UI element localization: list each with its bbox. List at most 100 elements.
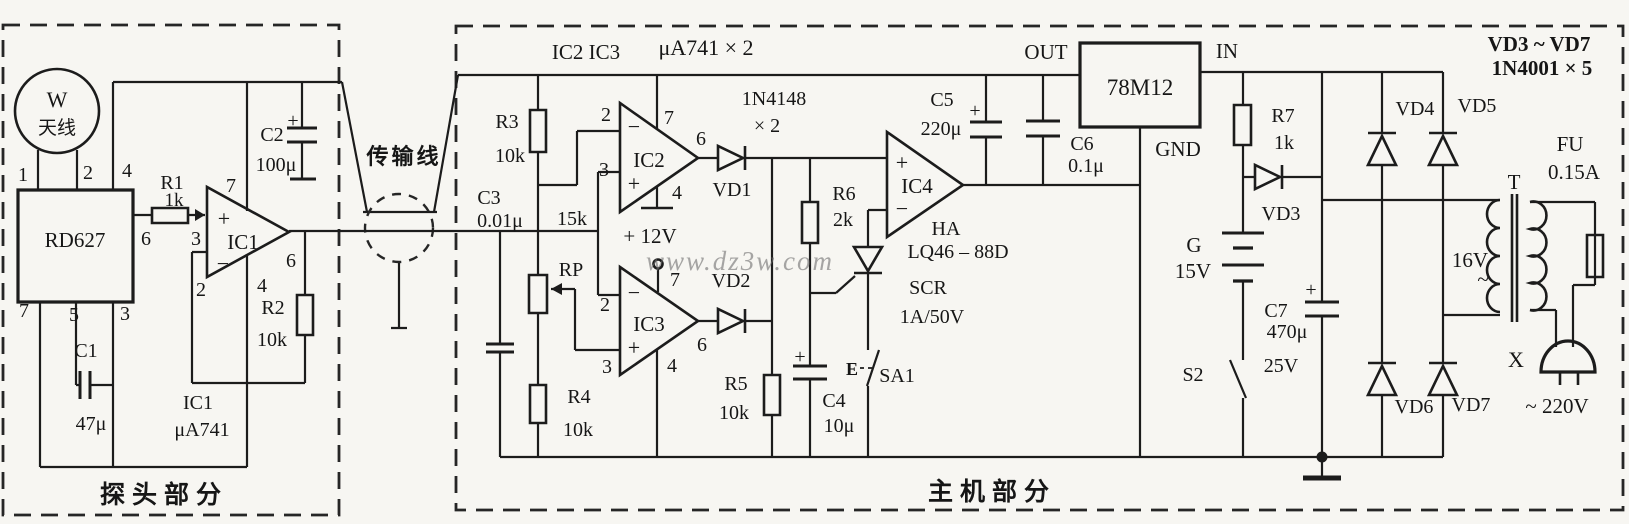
ic4-plus: + — [896, 150, 908, 175]
r6-value: 2k — [833, 209, 853, 231]
ic23-part: μA741 × 2 — [658, 35, 753, 60]
ic1-pin3: 3 — [191, 228, 201, 250]
ic3-label: IC3 — [633, 312, 665, 336]
ic1-opamp-triangle — [207, 187, 289, 277]
resistor-r1 — [152, 208, 188, 223]
resistor-r4 — [530, 385, 546, 423]
ic2-pin4: 4 — [672, 182, 682, 204]
c7-plus: + — [1305, 279, 1316, 301]
capacitor-c1-plates — [80, 371, 90, 399]
fuse-label: FU — [1557, 132, 1584, 156]
rp-label: RP — [559, 259, 583, 281]
ic2-pin7: 7 — [664, 107, 674, 129]
transformer-label: T — [1508, 170, 1521, 194]
c2-value: 100μ — [256, 154, 297, 176]
potentiometer-rp — [529, 275, 547, 313]
ic2-pin6: 6 — [696, 128, 706, 150]
ic1-pin6: 6 — [286, 250, 296, 272]
ic2-label: IC2 — [633, 148, 665, 172]
capacitor-c4-plates — [793, 366, 827, 379]
c6-value: 0.1μ — [1068, 155, 1104, 177]
main-section — [458, 43, 1603, 478]
c5-plus: + — [969, 100, 980, 122]
r7-label: R7 — [1271, 105, 1294, 127]
c3-label: C3 — [477, 187, 500, 209]
transmission-line-label: 传输线 — [365, 144, 441, 169]
rp-wiper-arrow — [551, 283, 562, 295]
arrow-into-ic1 — [195, 209, 205, 221]
ic3-pin7: 7 — [670, 269, 680, 291]
ic3-pin3: 3 — [602, 356, 612, 378]
vd6-label: VD6 — [1395, 396, 1434, 418]
transformer-core — [1512, 194, 1517, 322]
regulator-gnd-label: GND — [1155, 137, 1201, 161]
transmission-line — [289, 75, 598, 328]
regulator-in-label: IN — [1216, 39, 1238, 63]
main-section-title: 主机部分 — [928, 477, 1056, 506]
rd627-pin6: 6 — [141, 228, 151, 250]
main-wires — [458, 72, 1595, 478]
antenna-symbol — [15, 69, 99, 153]
ha-label: HA — [932, 218, 961, 240]
secondary-ac-tilde: ~ — [1477, 267, 1488, 291]
plug-x-label: X — [1508, 347, 1524, 372]
vd7-label: VD7 — [1452, 394, 1491, 416]
diode-note-line2: 1N4001 × 5 — [1492, 56, 1593, 80]
ic4-label: IC4 — [901, 174, 933, 198]
ic3-plus: + — [628, 335, 640, 360]
ic1-part: μA741 — [174, 419, 229, 441]
scr-thyristor — [854, 247, 882, 273]
ic1-caption: IC1 — [183, 392, 213, 414]
ic3-pin2: 2 — [600, 294, 610, 316]
capacitor-c6-plates — [1026, 121, 1060, 136]
antenna-pin2: 2 — [83, 162, 93, 184]
scr-rating: 1A/50V — [900, 306, 965, 328]
transformer-primary-winding — [1530, 202, 1546, 311]
probe-section-border — [3, 25, 339, 515]
diode-vd4 — [1368, 133, 1396, 165]
regulator-label: 78M12 — [1107, 75, 1173, 100]
ic2-minus: − — [628, 114, 640, 139]
c2-plus: + — [287, 110, 298, 132]
battery-g-value: 15V — [1175, 259, 1211, 283]
battery-g-label: G — [1186, 233, 1201, 257]
c5-value: 220μ — [921, 118, 962, 140]
diode-vd3 — [1255, 165, 1282, 189]
ic1-label: IC1 — [227, 230, 259, 254]
r2-label: R2 — [261, 297, 284, 319]
antenna-w-label: W — [47, 87, 68, 112]
r3-label: R3 — [495, 111, 518, 133]
ic2-opamp-triangle — [620, 103, 698, 212]
resistor-r3 — [530, 110, 546, 152]
diode-note-line1: VD3 ~ VD7 — [1488, 32, 1591, 56]
sa1-label: SA1 — [879, 365, 915, 387]
c4-label: C4 — [822, 390, 845, 412]
rd627-pin5: 5 — [69, 304, 79, 326]
r1-value: 1k — [165, 190, 185, 211]
antenna-pin1: 1 — [18, 164, 28, 186]
scr-label: SCR — [909, 277, 947, 299]
diode-vd6 — [1368, 363, 1396, 395]
ic1-plus: + — [218, 206, 230, 231]
mains-voltage-label: ~ 220V — [1525, 394, 1588, 418]
watermark: www.dz3w.com — [646, 246, 834, 276]
r6-label: R6 — [832, 183, 855, 205]
vd5-label: VD5 — [1458, 95, 1497, 117]
regulator-out-label: OUT — [1024, 40, 1067, 64]
s2-label: S2 — [1182, 364, 1203, 386]
rd627-pin4: 4 — [122, 160, 132, 182]
diode-vd5 — [1429, 133, 1457, 165]
r5-value: 10k — [719, 402, 749, 424]
probe-wires — [38, 82, 342, 467]
probe-section — [15, 69, 342, 467]
capacitor-c7-plates — [1305, 302, 1339, 316]
regulator-78m12-box — [1080, 43, 1200, 127]
c7-rating: 25V — [1264, 355, 1299, 377]
shielded-cable-symbol — [365, 194, 433, 262]
capacitor-c5-plates — [970, 122, 1002, 137]
ic4-buzzer-triangle — [887, 132, 963, 237]
ic3-minus: − — [628, 280, 640, 305]
diode-vd7 — [1429, 363, 1457, 395]
ic3-pin6: 6 — [697, 334, 707, 356]
